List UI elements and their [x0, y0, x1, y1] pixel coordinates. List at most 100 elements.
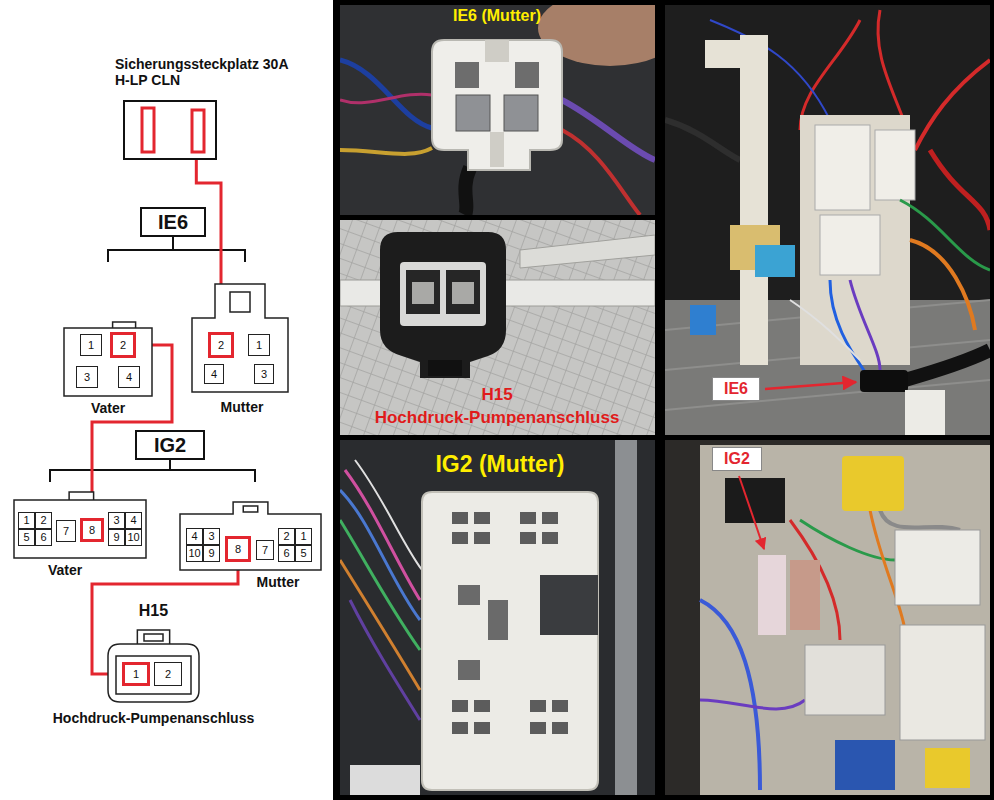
connector-housing — [64, 322, 152, 396]
connector-housing — [108, 630, 199, 702]
fusebox-photo — [860, 370, 908, 392]
pin-cell: 1 — [18, 512, 35, 529]
fusebox-photo — [815, 125, 870, 210]
fusebox-photo — [910, 240, 975, 330]
connector-photo — [552, 722, 568, 734]
pin-number: 2 — [40, 515, 46, 526]
connector-photo — [520, 532, 536, 544]
pin-cell: 6 — [35, 529, 52, 546]
connector-photo — [340, 220, 655, 435]
connector-photo — [350, 600, 420, 720]
fusebox-photo — [905, 390, 945, 435]
fusebox-photo — [875, 130, 915, 200]
connector-photo — [380, 232, 506, 378]
fusebox-photo — [700, 600, 760, 790]
connector-photo — [452, 282, 474, 304]
connector-photo — [452, 532, 468, 544]
pin-cell: 4 — [118, 366, 140, 388]
connector-photo — [355, 460, 422, 570]
photo-callout: IG2 — [712, 447, 762, 471]
connector-photo — [340, 440, 655, 795]
connector-label: Vater — [91, 400, 125, 416]
pin-cell: 9 — [203, 545, 220, 562]
connector-label: Vater — [48, 562, 82, 578]
connector-photo — [504, 95, 538, 131]
connector-label: Mutter — [221, 399, 264, 415]
pin-number: 1 — [23, 515, 29, 526]
pin-cell: 8 — [225, 536, 251, 562]
pin-number: 2 — [165, 669, 171, 680]
pin-cell: 2 — [154, 662, 182, 686]
connector-outline: Vater1234 — [62, 322, 154, 398]
pin-number: 6 — [40, 532, 46, 543]
fusebox-photo — [805, 645, 885, 715]
fusebox-photo — [900, 200, 990, 270]
pin-cell: 10 — [125, 529, 142, 546]
connector-photo — [340, 490, 420, 620]
fusebox-photo — [842, 456, 904, 511]
fusebox-photo — [758, 555, 786, 635]
connector-photo — [540, 575, 598, 635]
fusebox-photo — [665, 5, 990, 435]
pin-cell: 10 — [186, 545, 203, 562]
fusebox-photo — [895, 530, 980, 605]
fusebox-photo — [820, 215, 880, 275]
pin-cell: 4 — [125, 512, 142, 529]
connector-photo — [340, 148, 432, 154]
fuse-slot: Sicherungssteckplatz 30A H-LP CLN — [123, 100, 217, 160]
pin-cell: 1 — [122, 662, 150, 686]
connector-housing — [14, 492, 146, 558]
pin-number: 9 — [113, 532, 119, 543]
pin-cell: 8 — [80, 518, 104, 542]
fusebox-photo — [790, 560, 820, 630]
fusebox-photo — [740, 35, 768, 365]
pin-cell: 3 — [254, 364, 274, 384]
connector-photo — [520, 512, 536, 524]
leader-arrow — [739, 476, 764, 549]
connector-photo — [406, 270, 440, 314]
pin-number: 2 — [120, 340, 126, 351]
pin-number: 2 — [218, 340, 224, 351]
fusebox-photo — [930, 150, 990, 230]
fusebox-photo — [700, 700, 805, 709]
pin-number: 8 — [89, 525, 95, 536]
connector-outline: Mutter2143 — [190, 282, 290, 394]
pin-cell: 4 — [186, 528, 203, 545]
fusebox-photo — [900, 625, 985, 740]
connector-photo — [340, 440, 655, 795]
connector-photo — [562, 130, 640, 215]
connector-photo — [458, 585, 480, 605]
fuse-terminal — [142, 108, 154, 152]
pin-cell: 1 — [248, 334, 270, 356]
pin-cell: 1 — [80, 334, 102, 356]
pin-number: 5 — [300, 548, 306, 559]
connector-id: IE6 — [158, 211, 188, 234]
photo-callout: IE6 — [712, 377, 760, 401]
connector-photo — [530, 700, 546, 712]
connector-housing — [192, 284, 288, 392]
connector-photo — [515, 62, 539, 88]
connector-photo — [340, 60, 432, 128]
pin-number: 10 — [127, 532, 139, 543]
photo-caption: IG2 (Mutter) — [435, 451, 564, 477]
pin-cell: 2 — [35, 512, 52, 529]
fusebox-photo — [880, 510, 960, 530]
connector-photo — [530, 722, 546, 734]
connector-photo — [412, 282, 434, 304]
connector-photo — [542, 512, 558, 524]
fusebox-photo — [725, 478, 785, 523]
slot-outline — [125, 102, 215, 158]
connector-photo — [465, 168, 470, 215]
fusebox-photo — [665, 120, 740, 160]
connector-photo — [340, 5, 655, 215]
connector-photo — [542, 532, 558, 544]
connector-photo — [474, 700, 490, 712]
connector-tag: IE6 — [140, 207, 206, 237]
pin-cell: 2 — [208, 332, 234, 358]
connector-photo — [455, 62, 479, 88]
connector-photo — [474, 722, 490, 734]
connector-photo — [520, 235, 655, 268]
group-bracket — [50, 460, 255, 482]
